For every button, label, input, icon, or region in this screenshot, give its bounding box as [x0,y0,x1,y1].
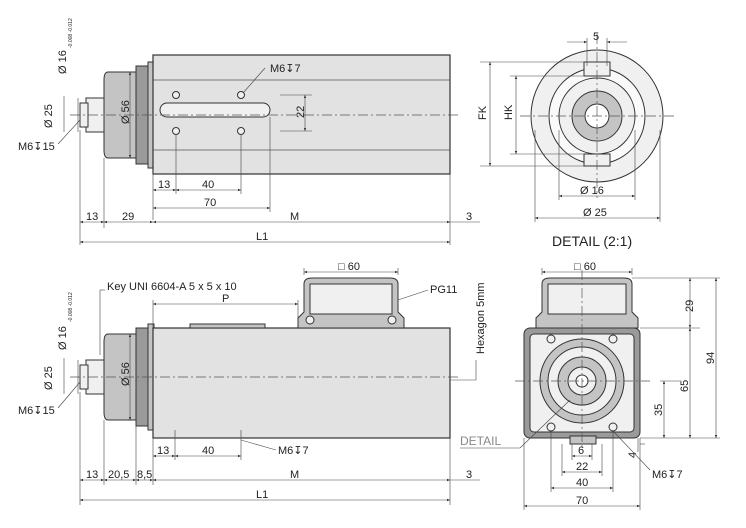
m6-thread-label-top: M6↧7 [270,63,301,75]
dim-3-bottom: 3 [466,469,472,481]
dim-29-front: 29 [684,300,696,312]
dim-16-detail: Ø 16 [580,185,604,197]
dim-70-top: 70 [204,197,216,209]
dim-16-top: Ø 16 [57,50,69,74]
tol-16-bottom: -0.008 -0.012 [68,292,74,322]
dim-13-bottom: 13 [157,445,169,457]
dim-M-bottom: M [290,469,299,481]
tol-16-top: -0.008 -0.012 [68,18,74,48]
dim-56-bottom: Ø 56 [120,362,132,386]
dim-22-front: 22 [576,461,588,473]
dim-3-top: 3 [466,211,472,223]
dim-L1-bottom: L1 [256,489,268,501]
motor-body-bottom [152,327,451,439]
dim-29-top: 29 [122,211,134,223]
m6-7-label-bottom: M6↧7 [278,445,309,457]
detail-title: DETAIL (2:1) [552,233,632,249]
dim-13b-bottom: 13 [86,469,98,481]
label-FK: FK [477,105,489,120]
key-label: Key UNI 6604-A 5 x 5 x 10 [107,281,237,293]
top-side-view: M6↧7 22 Ø 56 Ø 25 Ø 16 -0.008 -0.012 M6↧… [18,18,480,245]
dim-M-top: M [290,211,299,223]
dim-35-front: 35 [653,404,665,416]
dim-94-front: 94 [705,352,717,364]
dim-20-5: 20,5 [108,469,129,481]
dim-6-front: 6 [578,445,584,457]
hexagon-label: Hexagon 5mm [475,282,487,354]
dim-25-bottom: Ø 25 [43,366,55,390]
dim-5-detail: 5 [593,31,599,43]
bottom-side-view: Key UNI 6604-A 5 x 5 x 10 □ 60 PG11 P He… [18,261,487,505]
detail-callout-label: DETAIL [460,434,501,448]
dim-13-top: 13 [158,179,170,191]
dim-70-front: 70 [576,495,588,507]
m6-15-label-bottom: M6↧15 [18,405,55,417]
dim-13b-top: 13 [86,211,98,223]
m6-15-label-top: M6↧15 [18,141,55,153]
dim-25-top: Ø 25 [43,104,55,128]
pg11-label: PG11 [430,284,457,296]
dim-22-top: 22 [295,106,307,118]
sq-60-bottom: □ 60 [338,261,360,273]
dim-P: P [222,293,229,305]
dim-40-top: 40 [202,179,214,191]
dim-4-front: 4 [627,452,639,458]
front-view: □ 60 29 94 65 35 4 6 22 40 70 M6↧7 [460,261,720,510]
dim-25-detail: Ø 25 [583,207,607,219]
dim-8-5: 8,5 [137,469,152,481]
dim-65-front: 65 [679,380,691,392]
label-HK: HK [503,104,515,120]
dim-56-top: Ø 56 [120,100,132,124]
dim-40-front: 40 [576,477,588,489]
dim-L1-top: L1 [256,231,268,243]
dim-40-bottom: 40 [202,445,214,457]
detail-view: 5 FK HK Ø 16 Ø 25 DETAIL (2:1) [477,31,674,249]
dim-16-bottom: Ø 16 [57,326,69,350]
sq-60-front: □ 60 [574,261,596,273]
m6-7-label-front: M6↧7 [652,469,683,481]
